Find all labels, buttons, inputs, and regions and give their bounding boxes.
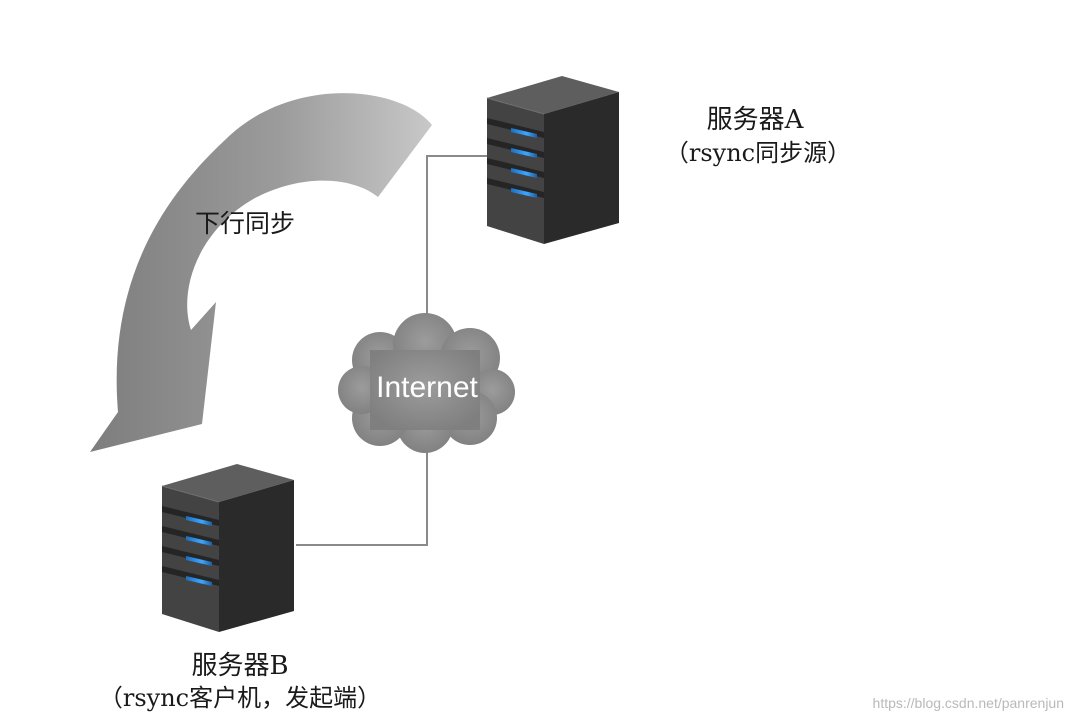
server-a-name: 服务器A	[707, 105, 805, 135]
server-a-drive-bays	[487, 118, 544, 198]
server-a-icon	[486, 76, 619, 244]
server-b-icon	[161, 464, 294, 632]
server-b-role: （rsync客户机，发起端）	[99, 684, 381, 712]
sync-direction-arrow	[90, 93, 432, 452]
internet-cloud: Internet	[338, 313, 515, 453]
cloud-label: Internet	[376, 371, 478, 404]
network-connectors	[296, 155, 487, 546]
connector-cloud-to-server-b	[296, 448, 428, 546]
server-b-name: 服务器B	[191, 651, 288, 681]
server-a-role: （rsync同步源）	[665, 139, 851, 167]
server-b-drive-bays	[162, 506, 219, 586]
connector-server-a-to-cloud	[426, 155, 487, 322]
sync-arrow-label: 下行同步	[195, 209, 295, 238]
watermark: https://blog.csdn.net/panrenjun	[873, 695, 1064, 711]
